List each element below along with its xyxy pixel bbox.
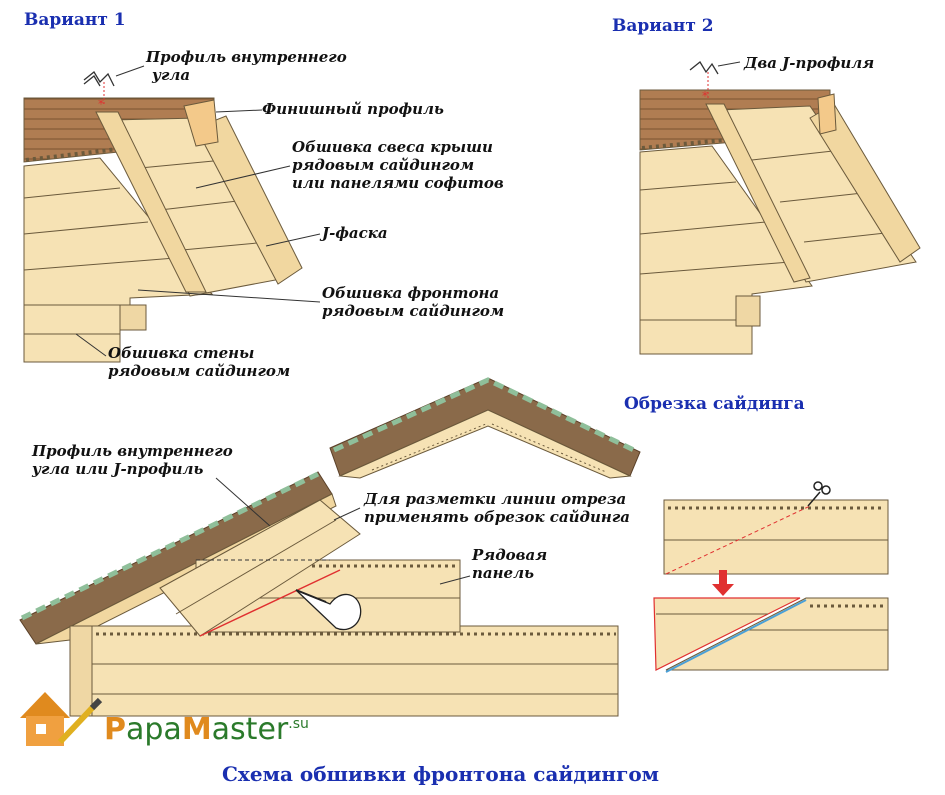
- logo-wordmark: PapaMaster.su: [104, 712, 309, 747]
- cut-drawing-bottom: [653, 597, 889, 673]
- footer-title: Схема обшивки фронтона сайдингом: [222, 762, 660, 786]
- label-corner-or-j: Профиль внутреннего угла или J-профиль: [32, 442, 233, 478]
- label-eave-cladding: Обшивка свеса крыши рядовым сайдингом ил…: [292, 138, 504, 192]
- variant2-drawing: *: [639, 61, 921, 355]
- variant1-drawing: *: [23, 65, 321, 363]
- label-two-j-profiles: Два J-профиля: [744, 54, 875, 72]
- roof-ridge-drawing: [329, 377, 641, 479]
- label-finish-profile: Финишный профиль: [262, 100, 444, 118]
- cut-arrow: [712, 570, 734, 596]
- label-wall-cladding: Обшивка стены рядовым сайдингом: [108, 344, 291, 380]
- gable-trim-drawing: [19, 471, 619, 717]
- svg-text:*: *: [702, 89, 708, 103]
- variant2-title: Вариант 2: [612, 16, 714, 36]
- logo-house-icon: [20, 692, 103, 746]
- label-j-chamfer: J-фаска: [322, 224, 388, 242]
- label-marking-offcut: Для разметки линии отреза применять обре…: [364, 490, 630, 526]
- label-gable-cladding: Обшивка фронтона рядовым сайдингом: [322, 284, 505, 320]
- label-inner-corner: Профиль внутреннего угла: [146, 48, 347, 84]
- variant1-title: Вариант 1: [24, 10, 126, 30]
- label-row-panel: Рядовая панель: [472, 546, 548, 582]
- trim-title: Обрезка сайдинга: [624, 394, 805, 414]
- cut-drawing-top: [663, 481, 889, 575]
- svg-text:*: *: [98, 97, 104, 111]
